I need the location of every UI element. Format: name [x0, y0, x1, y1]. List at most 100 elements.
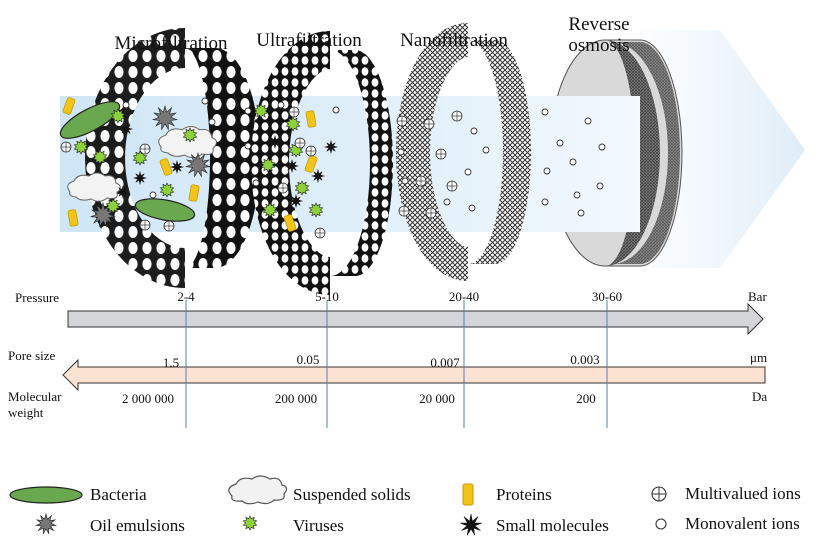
oil-emulsion-icon: [34, 512, 58, 535]
monovalent-ion-particle: [122, 101, 130, 109]
monovalent-ion-particle: [149, 191, 157, 199]
legend-label-small-molecules: Small molecules: [496, 516, 609, 535]
nf-membrane: [396, 23, 531, 281]
monovalent-ion-particle: [541, 108, 549, 116]
molecular-weight-value-nf: 20 000: [419, 391, 455, 406]
multivalued-ion-particle: [314, 227, 326, 239]
legend-label-suspended-solids: Suspended solids: [293, 485, 411, 504]
pore-size-value-nf: 0.007: [430, 355, 460, 370]
multivalued-ion-particle: [398, 205, 410, 217]
protein-particle: [67, 209, 79, 227]
monovalent-ion-particle: [201, 97, 209, 105]
pressure-label: Pressure: [15, 290, 60, 305]
pressure-value-ro: 30-60: [591, 289, 623, 304]
multivalued-ion-particle: [139, 219, 151, 231]
molecular-weight-value-mf: 2 000 000: [122, 391, 174, 406]
virus-particle: [159, 182, 175, 198]
small-molecule-particle: [323, 139, 339, 155]
small-molecule-particle: [169, 159, 185, 175]
small-molecule-particle: [132, 170, 148, 186]
multivalued-ion-particle: [163, 220, 175, 232]
bacteria-icon: [9, 486, 83, 504]
small-molecule-particle: [267, 134, 283, 150]
protein-particle: [159, 158, 173, 176]
monovalent-ion-icon: [655, 518, 667, 530]
monovalent-ion-particle: [596, 182, 604, 190]
multivalued-ion-icon: [651, 486, 667, 502]
small-molecule-particle: [118, 121, 134, 137]
multivalued-ion-particle: [277, 182, 289, 194]
monovalent-ion-particle: [573, 191, 581, 199]
molecular-weight-value-uf: 200 000: [274, 391, 318, 406]
small-molecule-particle: [284, 158, 300, 174]
pressure-value-nf: 20-40: [448, 289, 480, 304]
virus-particle: [260, 157, 276, 173]
stage-title-nanofiltration: Nanofiltration: [400, 30, 508, 51]
pressure-value-mf: 2-4: [177, 289, 195, 304]
multivalued-ion-particle: [139, 143, 151, 155]
pore-size-unit: μm: [750, 350, 768, 365]
virus-particle: [110, 108, 126, 124]
monovalent-ion-particle: [397, 148, 405, 156]
suspended-solid-particle: [67, 172, 121, 202]
multivalued-ion-particle: [305, 145, 317, 157]
small-molecule-particle: [115, 184, 131, 200]
monovalent-ion-particle: [482, 146, 490, 154]
legend-label-bacteria: Bacteria: [90, 485, 147, 504]
monovalent-ion-particle: [332, 106, 340, 114]
legend-label-monovalent-ions: Monovalent ions: [685, 514, 800, 533]
oil-emulsion-particle: [184, 151, 212, 178]
multivalued-ion-particle: [446, 180, 458, 192]
bacteria-particle: [134, 198, 196, 222]
multivalued-ion-particle: [396, 115, 408, 127]
virus-particle: [182, 127, 198, 143]
protein-particle: [304, 155, 318, 173]
suspended-solids-icon: [228, 475, 288, 505]
stage-title-ultrafiltration: Ultrafiltration: [256, 30, 362, 51]
virus-particle: [308, 202, 324, 218]
small-molecule-icon: [460, 513, 482, 536]
pressure-arrow: [67, 302, 764, 336]
pore-size-value-uf: 0.05: [296, 352, 320, 367]
bacteria-particle: [59, 101, 121, 139]
oil-emulsion-shape: [34, 512, 58, 535]
pore-size-arrow: [62, 358, 766, 392]
monovalent-ion-particle: [543, 167, 551, 175]
multivalued-ion-particle: [415, 175, 427, 187]
virus-shape: [242, 515, 258, 531]
monovalent-ion-particle: [569, 158, 577, 166]
multivalued-ion-particle: [451, 110, 463, 122]
monovalent-ion-particle: [598, 143, 606, 151]
monovalent-ion-particle: [577, 209, 585, 217]
virus-particle: [132, 150, 148, 166]
small-molecule-particle: [288, 193, 304, 209]
stage-title-microfiltration: Microfiltration: [114, 33, 228, 54]
virus-particle: [253, 103, 269, 119]
virus-particle: [105, 198, 121, 214]
multivalued-ion-particle: [288, 106, 300, 118]
monovalent-ion-particle: [584, 117, 592, 125]
pressure-value-uf: 5-10: [315, 289, 339, 304]
pore-size-label: Pore size: [8, 348, 56, 363]
molecular-weight-label: Molecular weight: [8, 389, 62, 420]
molecular-weight-unit: Da: [752, 389, 768, 404]
pore-size-value-mf: 1.5: [162, 355, 180, 370]
small-molecule-particle: [310, 168, 326, 184]
proteins-icon: [462, 483, 474, 506]
multivalued-ion-particle: [425, 207, 437, 219]
monovalent-ion-particle: [470, 127, 478, 135]
legend-label-viruses: Viruses: [293, 516, 344, 535]
stage-title-reverse-osmosis: Reverse osmosis: [568, 14, 630, 56]
protein-particle: [62, 97, 76, 115]
virus-particle: [73, 139, 89, 155]
monovalent-ion-particle: [277, 101, 285, 109]
monovalent-ion-particle: [464, 168, 472, 176]
monovalent-ion-particle: [208, 118, 216, 126]
molecular-weight-value-ro: 200: [576, 391, 596, 406]
multivalued-ion-particle: [294, 137, 306, 149]
monovalent-ion-particle: [252, 179, 260, 187]
pressure-unit: Bar: [748, 289, 767, 304]
monovalent-ion-particle: [244, 107, 252, 115]
